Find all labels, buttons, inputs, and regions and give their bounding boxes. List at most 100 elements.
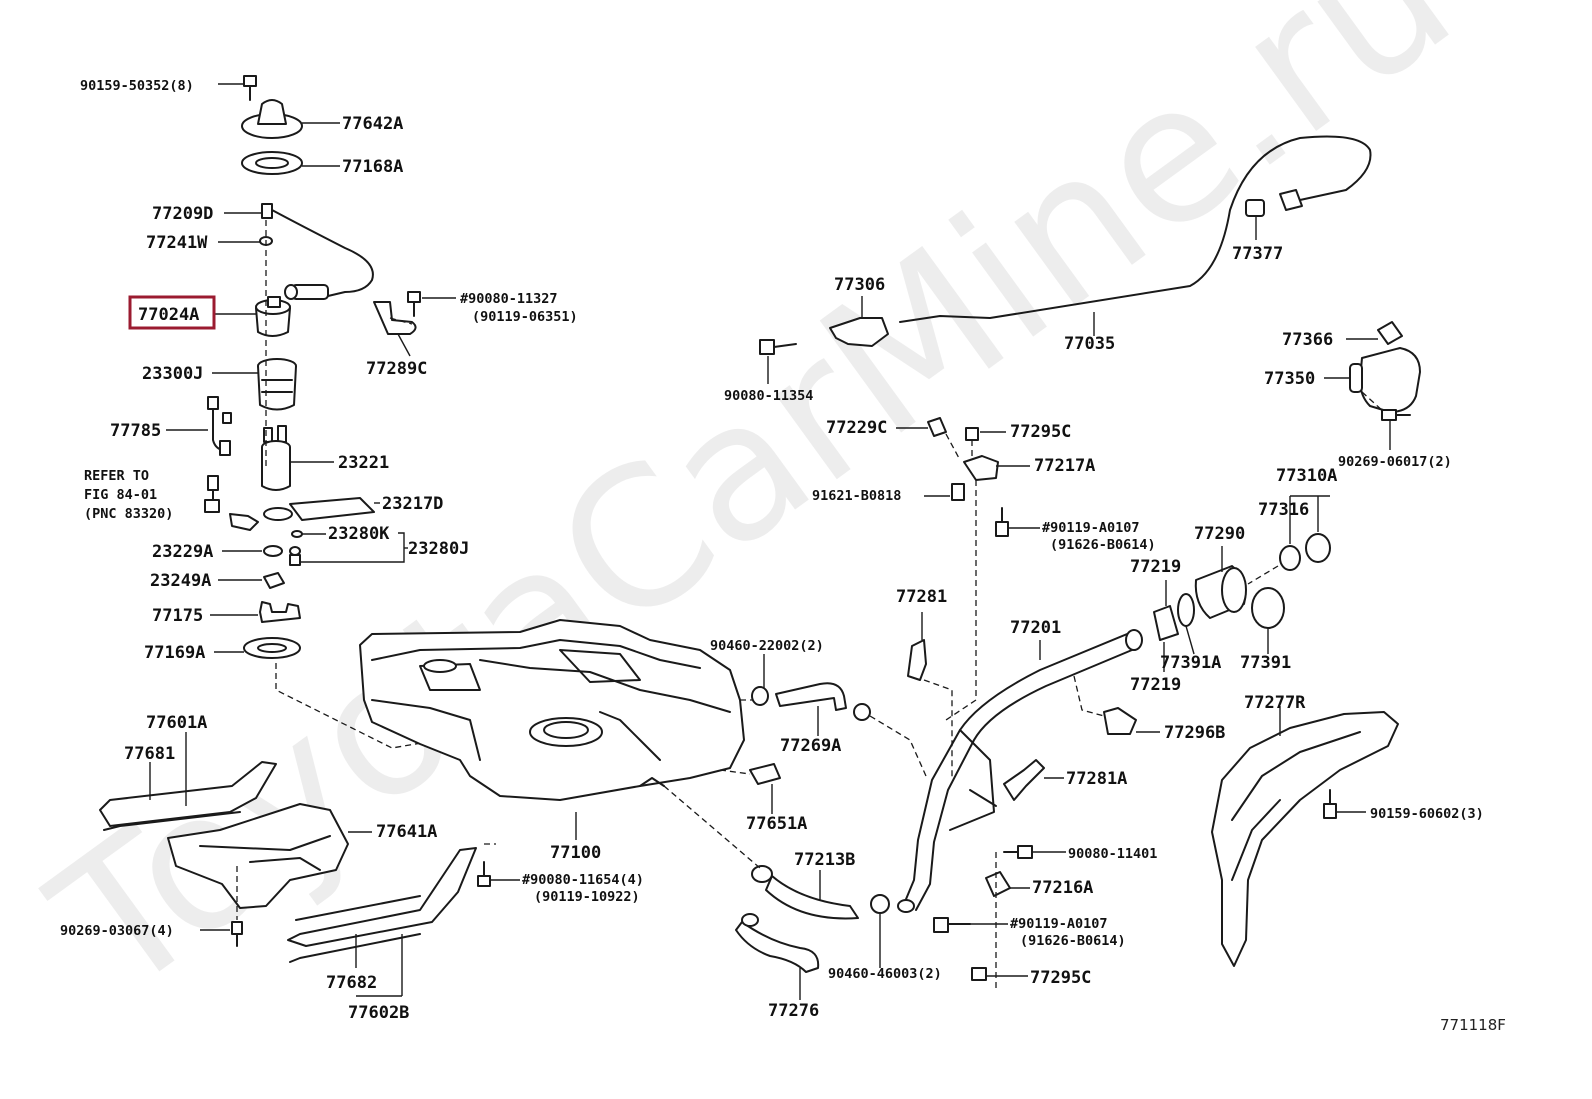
- label-23221[interactable]: 23221: [338, 453, 389, 473]
- label-77681[interactable]: 77681: [124, 744, 175, 764]
- fuel-pump-cover-77024A-icon: [255, 296, 291, 337]
- label-90269-06017[interactable]: 90269-06017(2): [1338, 454, 1452, 470]
- label-91626-B0614-top[interactable]: (91626-B0614): [1050, 537, 1156, 553]
- label-77682[interactable]: 77682: [326, 973, 377, 993]
- label-77241W[interactable]: 77241W: [146, 233, 208, 253]
- label-91626-B0614-bot[interactable]: (91626-B0614): [1020, 933, 1126, 949]
- label-90460-22002[interactable]: 90460-22002(2): [710, 638, 824, 654]
- selected-part-highlight[interactable]: [128, 295, 216, 330]
- label-77213B[interactable]: 77213B: [794, 850, 855, 870]
- bolt-90269-03067-icon: [200, 866, 243, 947]
- seal-23229A-icon: [263, 545, 283, 557]
- tank-band-77602B-icon: [287, 847, 477, 997]
- label-90269-03067[interactable]: 90269-03067(4): [60, 923, 174, 939]
- label-77168A[interactable]: 77168A: [342, 157, 403, 177]
- label-77219-top[interactable]: 77219: [1130, 557, 1181, 577]
- label-77035[interactable]: 77035: [1064, 334, 1115, 354]
- label-23280J[interactable]: 23280J: [408, 539, 469, 559]
- vent-valve-77217A-icon: [896, 417, 1030, 481]
- label-23300J[interactable]: 23300J: [142, 364, 203, 384]
- label-77219-bot[interactable]: 77219: [1130, 675, 1181, 695]
- label-77391[interactable]: 77391: [1240, 653, 1291, 673]
- label-77641A[interactable]: 77641A: [376, 822, 437, 842]
- label-77642A[interactable]: 77642A: [342, 114, 403, 134]
- label-23229A[interactable]: 23229A: [152, 542, 213, 562]
- tank-protector-77641A-icon: [167, 803, 372, 909]
- label-90119-A0107-top[interactable]: #90119-A0107: [1042, 520, 1140, 536]
- label-77229C[interactable]: 77229C: [826, 418, 887, 438]
- label-77289C[interactable]: 77289C: [366, 359, 427, 379]
- label-77290[interactable]: 77290: [1194, 524, 1245, 544]
- label-77024A[interactable]: 77024A: [138, 305, 199, 325]
- label-77306[interactable]: 77306: [834, 275, 885, 295]
- label-90119-06351[interactable]: (90119-06351): [472, 309, 578, 325]
- label-77276[interactable]: 77276: [768, 1001, 819, 1021]
- label-90119-A0107-bot[interactable]: #90119-A0107: [1010, 916, 1108, 932]
- label-77216A[interactable]: 77216A: [1032, 878, 1093, 898]
- label-77366[interactable]: 77366: [1282, 330, 1333, 350]
- label-90159-50352[interactable]: 90159-50352(8): [80, 78, 194, 94]
- fuel-pump-23221-icon: [261, 425, 291, 491]
- label-77295C-bot[interactable]: 77295C: [1030, 968, 1091, 988]
- label-90080-11327[interactable]: #90080-11327: [460, 291, 558, 307]
- label-77316[interactable]: 77316: [1258, 500, 1309, 520]
- filler-neck-77290-icon: [1194, 546, 1247, 619]
- hinge-77366-icon: [1346, 321, 1403, 345]
- label-90119-10922[interactable]: (90119-10922): [534, 889, 640, 905]
- label-77201[interactable]: 77201: [1010, 618, 1061, 638]
- bolt-91621-B0818-icon: [924, 483, 965, 501]
- label-77310A[interactable]: 77310A: [1276, 466, 1337, 486]
- filler-pipe-77201-icon: [897, 629, 1143, 913]
- pump-bracket-77175-icon: [259, 601, 301, 623]
- label-77601A[interactable]: 77601A: [146, 713, 207, 733]
- label-77651A[interactable]: 77651A: [746, 814, 807, 834]
- bolt-90119-A0107-bot-icon: [933, 917, 1008, 933]
- label-77209D[interactable]: 77209D: [152, 204, 213, 224]
- label-90080-11354[interactable]: 90080-11354: [724, 388, 813, 404]
- clip-23249A-icon: [263, 572, 285, 589]
- bolt-90080-11654-icon: [477, 843, 520, 887]
- bracket-77281-icon: [907, 612, 953, 780]
- label-23249A[interactable]: 23249A: [150, 571, 211, 591]
- gasket-77168A-icon: [241, 151, 303, 175]
- label-77295C-top[interactable]: 77295C: [1010, 422, 1071, 442]
- label-77269A[interactable]: 77269A: [780, 736, 841, 756]
- opener-cable-77035-icon: [899, 135, 1372, 336]
- label-77602B[interactable]: 77602B: [348, 1003, 409, 1023]
- label-77281A[interactable]: 77281A: [1066, 769, 1127, 789]
- label-77169A[interactable]: 77169A: [144, 643, 205, 663]
- label-77296B[interactable]: 77296B: [1164, 723, 1225, 743]
- gasket-77219-icon: [1153, 580, 1179, 672]
- label-90080-11401[interactable]: 90080-11401: [1068, 846, 1157, 862]
- bolt-90080-11354-icon: [759, 339, 797, 384]
- label-77277R[interactable]: 77277R: [1244, 693, 1306, 713]
- label-91621-B0818[interactable]: 91621-B0818: [812, 488, 901, 504]
- bolt-90080-11401-icon: [995, 845, 1066, 990]
- label-90460-46003[interactable]: 90460-46003(2): [828, 966, 942, 982]
- label-77100[interactable]: 77100: [550, 843, 601, 863]
- lever-77306-icon: [829, 296, 889, 347]
- label-77785[interactable]: 77785: [110, 421, 161, 441]
- label-77175[interactable]: 77175: [152, 606, 203, 626]
- label-23280K[interactable]: 23280K: [328, 524, 390, 544]
- gasket-77169A-icon: [243, 637, 301, 659]
- bracket-77281A-icon: [1003, 759, 1064, 801]
- refer-note-line2[interactable]: FIG 84-01: [84, 487, 157, 503]
- label-23217D[interactable]: 23217D: [382, 494, 443, 514]
- bracket-77289C-icon: [373, 291, 421, 335]
- clip-77295C-bot-icon: [971, 967, 1028, 981]
- fuel-sender-wire-icon: [261, 203, 374, 300]
- label-77281[interactable]: 77281: [896, 587, 947, 607]
- hose-77276-icon: [735, 913, 820, 1000]
- label-77350[interactable]: 77350: [1264, 369, 1315, 389]
- label-77377[interactable]: 77377: [1232, 244, 1283, 264]
- oring-77391-icon: [1251, 587, 1285, 654]
- bolt-90159-50352-icon: [243, 75, 257, 101]
- label-90080-11654[interactable]: #90080-11654(4): [522, 872, 644, 888]
- label-77217A[interactable]: 77217A: [1034, 456, 1095, 476]
- label-90159-60602[interactable]: 90159-60602(3): [1370, 806, 1484, 822]
- label-77391A[interactable]: 77391A: [1160, 653, 1221, 673]
- screw-90159-60602-icon: [1323, 789, 1366, 819]
- pump-wire-77785-icon: [207, 396, 232, 456]
